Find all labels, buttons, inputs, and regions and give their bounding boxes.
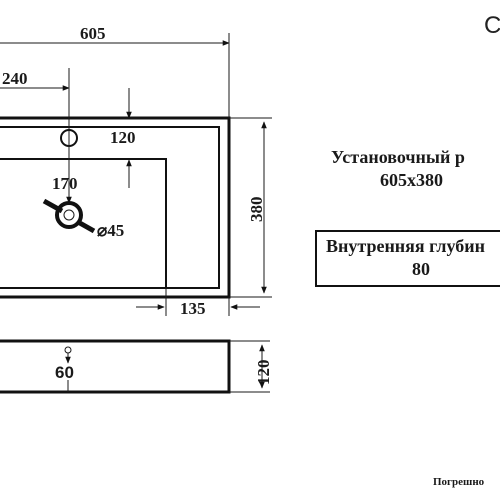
- dimension-rim-depth: 120: [110, 88, 140, 188]
- sink-rim-contour: [0, 126, 220, 289]
- dimension-bowl-depth: 170: [52, 146, 78, 204]
- dimension-605: 605: [80, 24, 106, 43]
- install-size-block: Установочный р 605х380: [331, 147, 465, 190]
- drain-inner-icon: [63, 209, 75, 221]
- dimension-tap-offset: 240: [0, 68, 70, 150]
- sink-outer-contour: [0, 116, 231, 299]
- side-view: 60 120: [0, 339, 273, 394]
- install-size-title: Установочный р: [331, 147, 465, 167]
- inner-depth-frame: [315, 230, 500, 287]
- dimension-diameter-45: ⌀45: [97, 221, 124, 240]
- inner-depth-value: 80: [412, 259, 430, 279]
- bowl-contour: [0, 158, 167, 288]
- dimension-side-offset: 135: [136, 288, 260, 318]
- inner-depth-title: Внутренняя глубин: [326, 236, 485, 256]
- dimension-overall-width: 605: [0, 24, 230, 118]
- tolerance-note: Погрешно: [433, 476, 485, 488]
- model-label: C: [484, 12, 500, 39]
- dimension-135: 135: [180, 299, 206, 318]
- dimension-60: 60: [55, 363, 74, 382]
- side-view-contour: [0, 339, 231, 394]
- dimension-170: 170: [52, 174, 78, 193]
- dimension-240: 240: [2, 69, 28, 88]
- dimension-120-height: 120: [254, 360, 273, 386]
- dimension-120-rim: 120: [110, 128, 136, 147]
- inner-depth-block: Внутренняя глубин 80: [315, 230, 500, 287]
- dimension-overall-depth: 380: [229, 117, 272, 298]
- install-size-value: 605х380: [380, 170, 443, 190]
- dimension-drain-diameter: ⌀45: [42, 198, 124, 240]
- overflow-hole-icon: [64, 346, 72, 354]
- dimension-380: 380: [247, 197, 266, 223]
